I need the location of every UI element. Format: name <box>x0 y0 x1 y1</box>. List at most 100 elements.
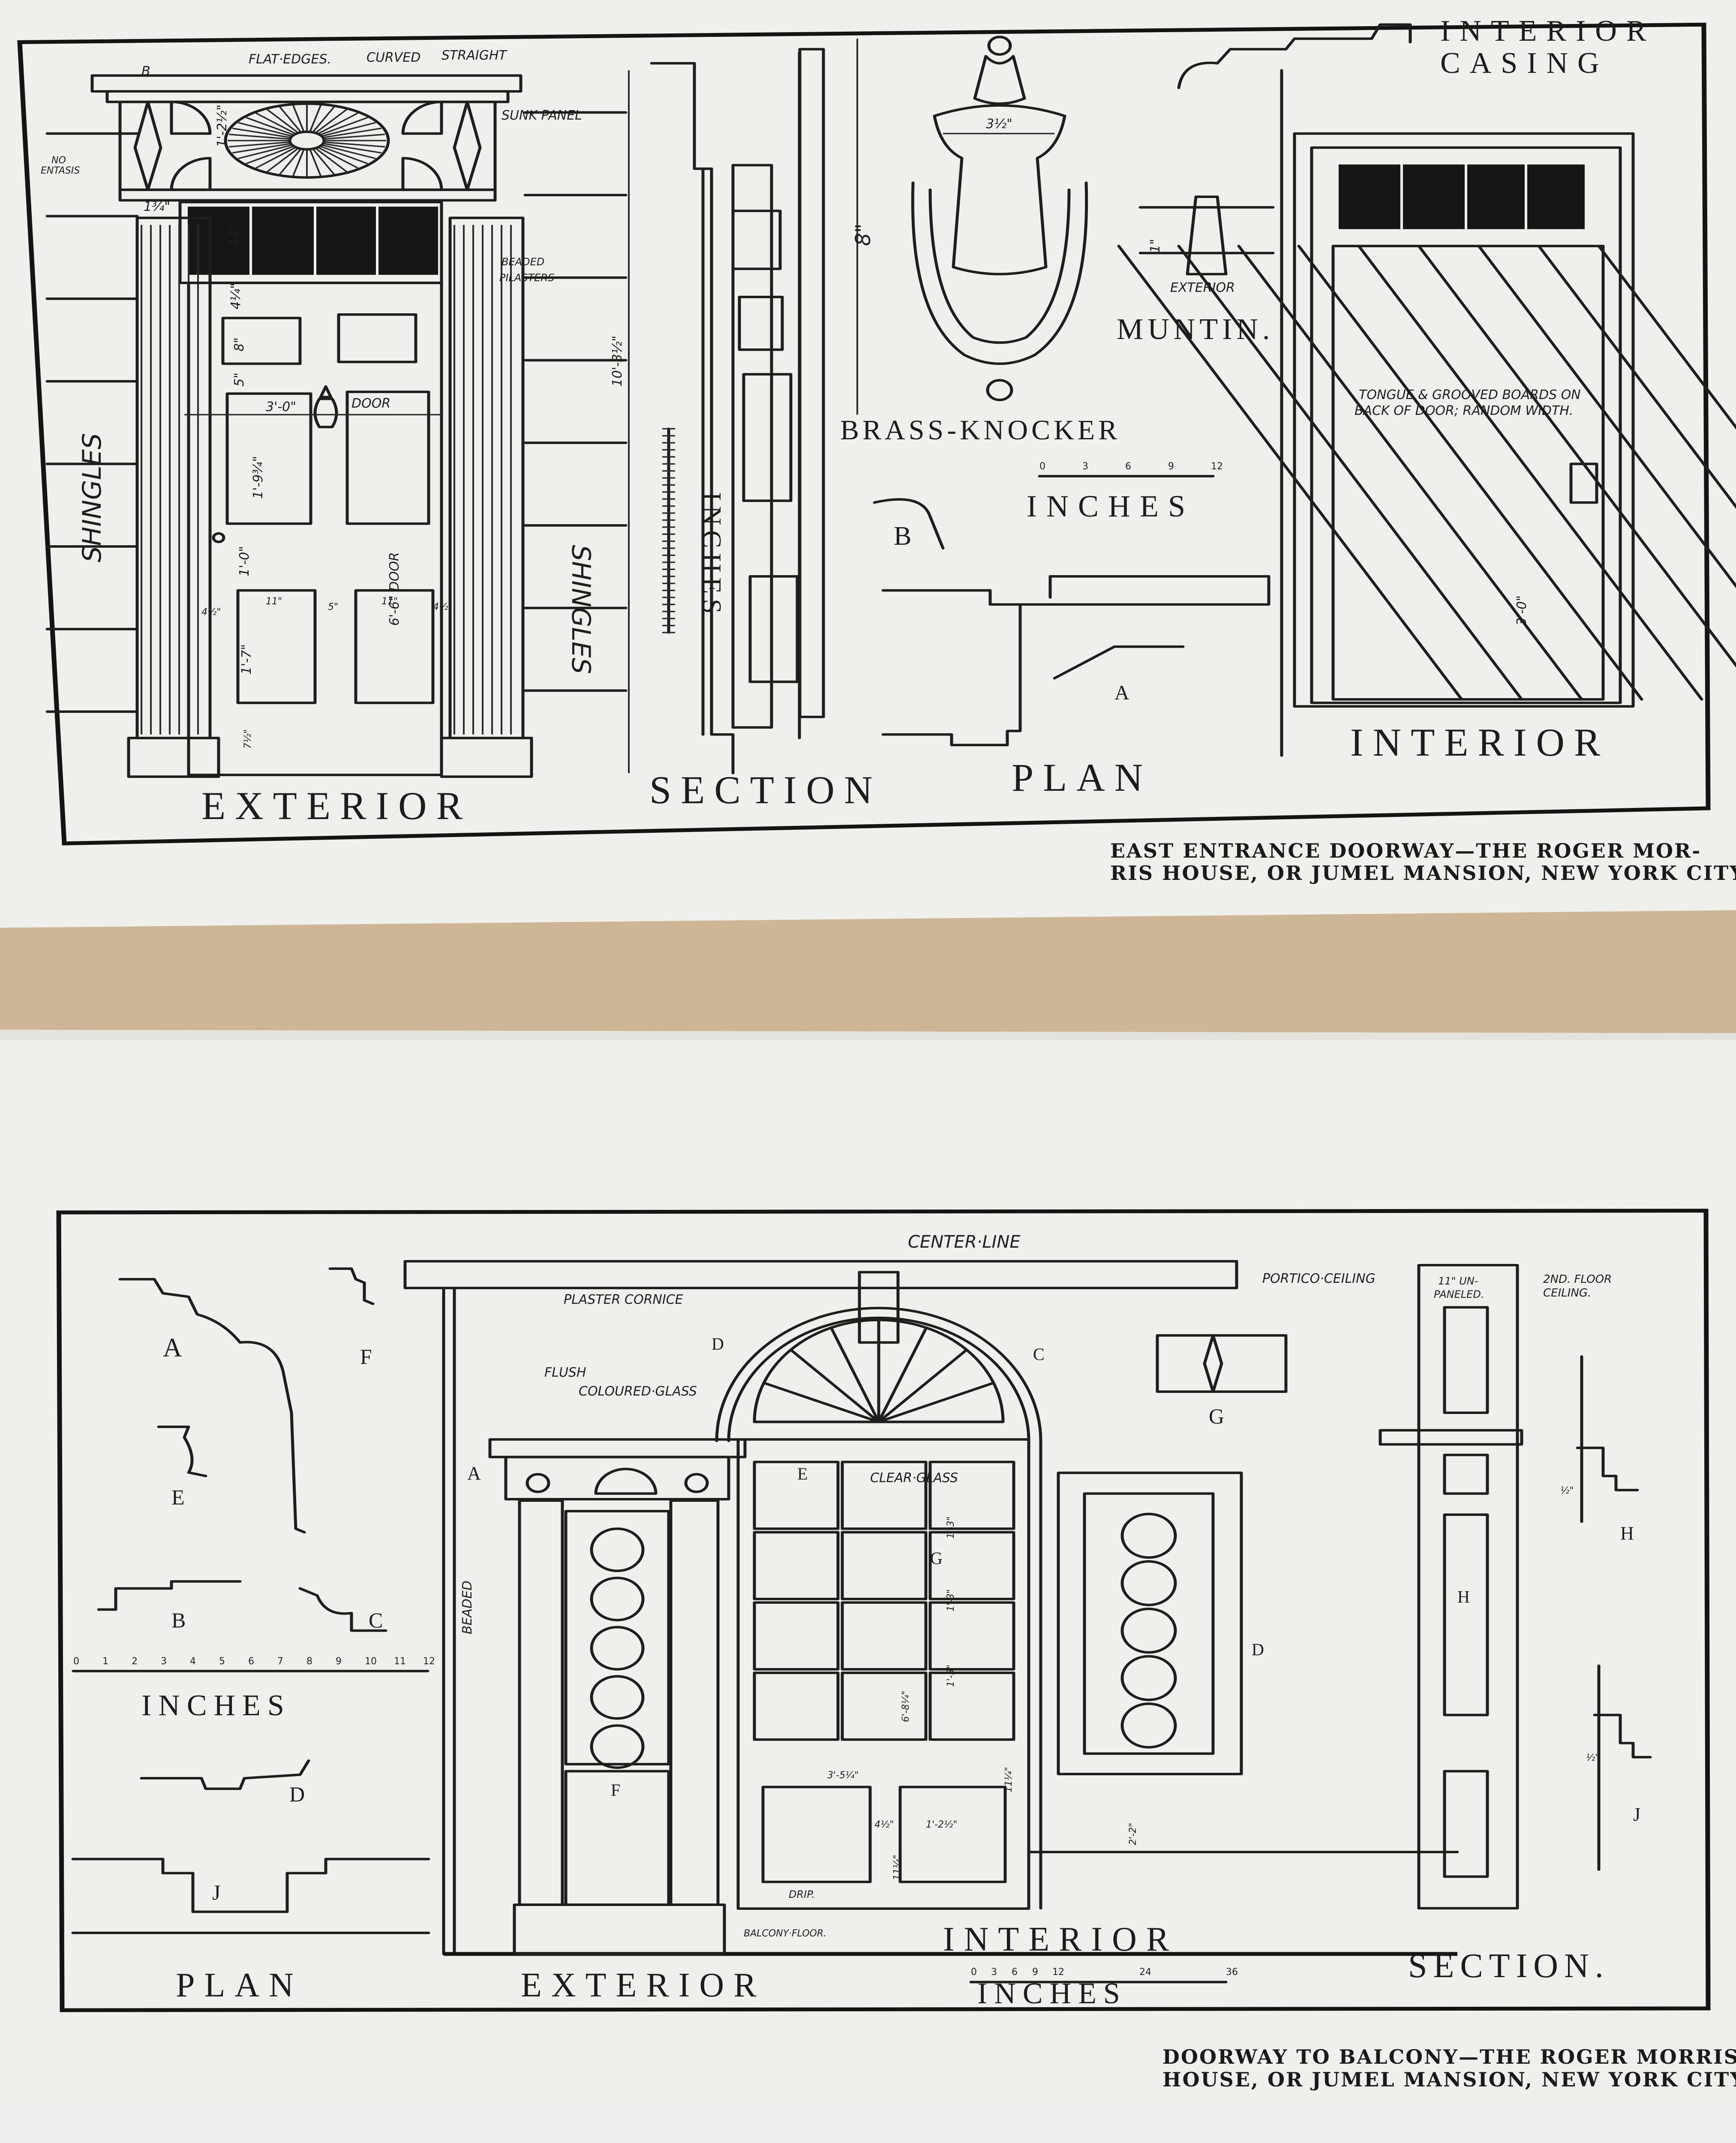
knocker-ring <box>911 181 1088 365</box>
diagonal-board <box>1537 245 1736 509</box>
sunk-panel-diamond <box>453 100 482 191</box>
scale-tick-label-top: 6 <box>1125 461 1131 472</box>
sunburst-ray <box>267 147 299 172</box>
sunburst-ray <box>312 148 335 175</box>
clear-glass-panes <box>753 1461 1015 1741</box>
dim: 4½" <box>874 1819 894 1830</box>
sidelight-base <box>513 1903 726 1955</box>
label-paneled: PANELED. <box>1434 1288 1484 1300</box>
pilaster-base <box>127 737 220 778</box>
note-shingles-left: SHINGLES <box>77 433 107 562</box>
fanlight-bars <box>753 1318 1005 1423</box>
door-panel <box>354 589 435 704</box>
dim: ½" <box>1586 1753 1599 1763</box>
diagonal-board <box>1237 245 1583 701</box>
profile-j <box>1593 1664 1652 1871</box>
dim: 1'-9¾" <box>251 456 266 499</box>
fanlight-bar <box>829 1326 880 1423</box>
knocker-drop <box>986 379 1013 401</box>
label-section: SECTION <box>649 768 882 812</box>
fanlight-bar <box>877 1381 995 1423</box>
section-panel <box>1443 1513 1489 1717</box>
section-profile <box>650 62 735 774</box>
leaded-circle <box>590 1576 645 1621</box>
label-beaded: BEADED <box>460 1581 475 1634</box>
scale-tick-label-left: 6 <box>248 1656 254 1667</box>
door-lock <box>1569 462 1598 504</box>
diagonal-board <box>1417 245 1736 668</box>
leaded-circle <box>590 1724 645 1769</box>
elevation-letter-g: G <box>930 1549 943 1568</box>
dim: 11" <box>226 224 241 246</box>
scale-tick-label-left: 11 <box>394 1656 406 1667</box>
muntin-detail <box>1138 195 1275 276</box>
sunburst-ray <box>319 145 368 165</box>
oval-sunburst <box>224 102 390 179</box>
interior-window-glass <box>1083 1492 1215 1755</box>
scale-tick-label-top: 12 <box>1211 461 1223 472</box>
leaded-circle <box>1120 1702 1177 1749</box>
caption-bottom-line1: DOORWAY TO BALCONY—THE ROGER MORRIS <box>1162 2045 1736 2068</box>
caption-bottom-line2: HOUSE, OR JUMEL MANSION, NEW YORK CITY. <box>1162 2068 1736 2091</box>
paper-edge <box>0 1029 1736 1041</box>
scale-tick-label-left: 7 <box>277 1656 283 1667</box>
label-interior: INTERIOR <box>1350 720 1610 764</box>
sunburst-rays <box>228 105 386 177</box>
dim: 6'-6" DOOR <box>387 552 402 626</box>
dim: 10'-3½" <box>610 336 625 387</box>
scale-tick-label-left: 9 <box>336 1656 342 1667</box>
section-panel <box>748 575 799 683</box>
profile-f <box>328 1267 375 1305</box>
door-panel <box>225 392 312 525</box>
label-unpaneled: 11" UN- <box>1438 1275 1478 1287</box>
note-sunk-panel: SUNK PANEL <box>502 108 582 123</box>
scale-tick-label-left: 3 <box>161 1656 167 1667</box>
scale-tick-label-bottom: 24 <box>1139 1967 1151 1978</box>
profile-e <box>157 1426 207 1477</box>
scanned-page: EXTERIOR SECTION PLAN INTERIOR INTERIOR … <box>0 15 1736 2091</box>
detail-letter-b: B <box>894 522 911 551</box>
dim: 6'-8¼" <box>901 1691 911 1722</box>
glass-pane <box>841 1601 928 1671</box>
door-panel <box>236 589 317 704</box>
diagonal-board <box>1177 245 1523 701</box>
sunburst-ray <box>228 133 290 140</box>
note-curved: CURVED <box>366 50 420 65</box>
interior-door-elevation <box>1117 132 1736 708</box>
knocker-body <box>933 104 1066 276</box>
vertical-scale-ticks <box>662 428 675 633</box>
sunk-panel-diamond <box>133 100 162 191</box>
sunburst-center <box>288 130 326 151</box>
diagonal-board <box>1477 245 1736 588</box>
transom-pane <box>316 207 376 275</box>
window-leaded-circles <box>1120 1513 1177 1749</box>
door-knob <box>212 532 225 543</box>
detail-letter-b-corner: B <box>141 64 150 79</box>
glass-pane <box>841 1531 928 1600</box>
glass-pane <box>753 1672 840 1741</box>
pilaster-base <box>440 737 533 778</box>
note-entasis: ENTASIS <box>41 165 80 176</box>
sunburst-ray <box>279 106 302 133</box>
detail-letter-h: H <box>1620 1523 1634 1544</box>
elevation-letter-c: C <box>1033 1345 1045 1364</box>
detail-g <box>1156 1334 1288 1393</box>
glass-pane <box>928 1461 1015 1530</box>
dim: 3'-5¼" <box>827 1770 859 1781</box>
sunburst-ray <box>323 127 382 138</box>
label-clear-glass: CLEAR·GLASS <box>870 1471 958 1486</box>
label-exterior: EXTERIOR <box>201 784 472 828</box>
interior-casing-inner <box>1310 146 1622 704</box>
scale-tick-label-left: 0 <box>73 1656 79 1667</box>
glass-pane <box>753 1601 840 1671</box>
sunburst-ray <box>246 145 294 165</box>
interior-casing <box>1293 132 1635 708</box>
keystone <box>858 1271 900 1344</box>
muntin-section <box>1186 195 1228 276</box>
sidelight-glass <box>564 1510 670 1766</box>
dim-knocker-width: 3½" <box>986 117 1012 132</box>
sunburst-ray <box>228 141 290 148</box>
detail-letter-d: D <box>289 1782 305 1806</box>
dim: 4½" <box>201 607 221 618</box>
dim: 4¼" <box>228 283 243 309</box>
